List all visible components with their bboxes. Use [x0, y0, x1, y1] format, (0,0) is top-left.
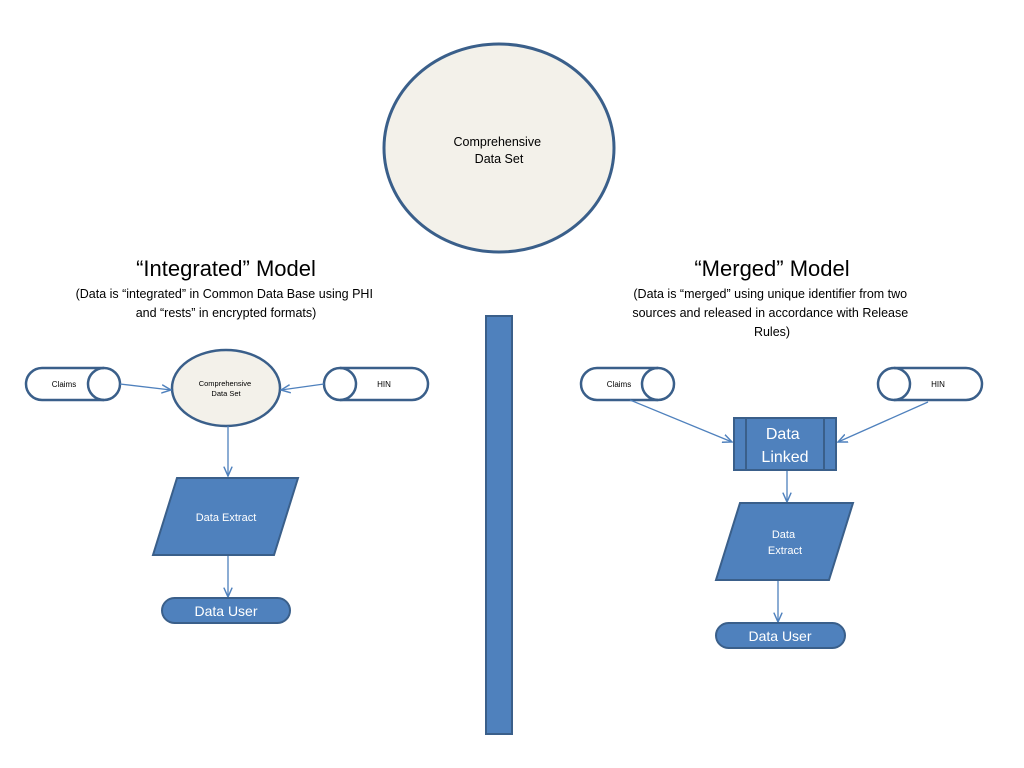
svg-text:Comprehensive Data Set: Comprehensive Data Set	[199, 379, 254, 398]
integrated-extract-label: Data Extract	[196, 512, 257, 524]
integrated-data-extract: Data Extract	[151, 477, 300, 556]
merged-hin-label: HIN	[931, 380, 945, 389]
merged-hin-arrow	[838, 401, 929, 442]
merged-claims-cylinder: Claims	[579, 366, 676, 402]
integrated-title: “Integrated” Model	[136, 256, 316, 281]
merged-subtitle-line-3: Rules)	[754, 325, 790, 339]
integrated-center-label-line-2: Data Set	[211, 389, 241, 398]
merged-hin-cylinder: HIN	[876, 366, 984, 402]
integrated-hin-label: HIN	[377, 380, 391, 389]
integrated-claims-arrow	[119, 383, 171, 390]
integrated-hin-cylinder: HIN	[322, 366, 430, 402]
svg-text:Comprehensive Data Set: Comprehensive Data Set	[453, 135, 544, 166]
merged-title: “Merged” Model	[694, 256, 849, 281]
merged-claims-arrow	[629, 399, 732, 442]
integrated-comprehensive-data-set: Comprehensive Data Set	[170, 348, 282, 428]
integrated-claims-label: Claims	[52, 380, 76, 389]
top-circle-label-line-2: Data Set	[475, 152, 524, 166]
merged-claims-label: Claims	[607, 380, 631, 389]
merged-data-extract: Data Extract	[714, 502, 855, 581]
integrated-hin-arrow	[281, 383, 325, 390]
top-circle-label-line-1: Comprehensive	[453, 135, 541, 149]
integrated-subtitle-line-2: and “rests” in encrypted formats)	[136, 306, 317, 320]
center-divider	[485, 315, 513, 735]
integrated-model: “Integrated” Model (Data is “integrated”…	[24, 256, 430, 624]
svg-text:(Data is “integrated” in Commo: (Data is “integrated” in Common Data Bas…	[76, 287, 377, 320]
merged-extract-label-line-1: Data	[772, 529, 796, 541]
merged-data-linked: Data Linked	[733, 417, 837, 471]
merged-subtitle-line-2: sources and released in accordance with …	[632, 306, 908, 320]
integrated-center-label-line-1: Comprehensive	[199, 379, 252, 388]
merged-data-user: Data User	[715, 622, 846, 649]
merged-model: “Merged” Model (Data is “merged” using u…	[579, 256, 984, 649]
svg-text:Data Linked: Data Linked	[761, 426, 808, 466]
integrated-claims-cylinder: Claims	[24, 366, 122, 402]
integrated-subtitle-line-1: (Data is “integrated” in Common Data Bas…	[76, 287, 373, 301]
svg-text:(Data is “merged” using unique: (Data is “merged” using unique identifie…	[632, 287, 911, 339]
merged-user-label: Data User	[748, 628, 811, 644]
merged-linked-label-line-2: Linked	[761, 449, 808, 466]
integrated-user-label: Data User	[194, 603, 257, 619]
svg-text:Data Extract: Data Extract	[768, 529, 802, 557]
top-comprehensive-data-set: Comprehensive Data Set	[382, 42, 616, 254]
merged-linked-label-line-1: Data	[766, 426, 800, 443]
merged-subtitle-line-1: (Data is “merged” using unique identifie…	[633, 287, 907, 301]
integrated-data-user: Data User	[161, 597, 291, 624]
merged-extract-label-line-2: Extract	[768, 545, 802, 557]
